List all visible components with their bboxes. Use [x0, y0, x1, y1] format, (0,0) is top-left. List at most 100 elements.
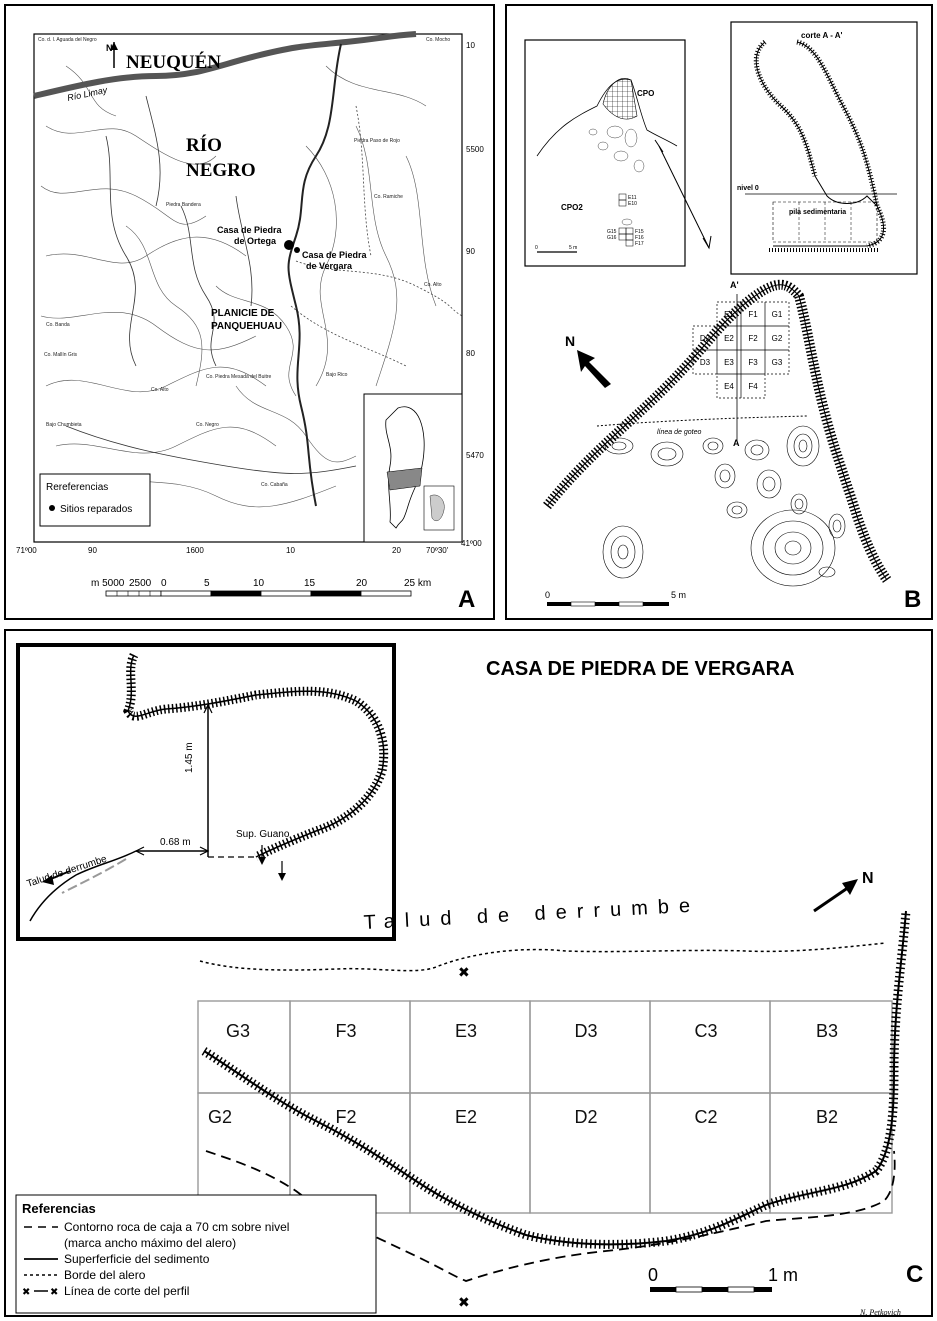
- scale-bar: 0 5 m: [545, 590, 686, 607]
- panel-a-map: N NEUQUÉN RÍO NEGRO Río Limay Casa de Pi…: [4, 4, 495, 620]
- svg-text:G16: G16: [607, 235, 617, 241]
- svg-text:Co. Alto: Co. Alto: [424, 282, 442, 288]
- label-ortega-1: Casa de Piedra: [217, 225, 283, 235]
- grid-cell-label: C2: [694, 1107, 717, 1127]
- grid-cell: [769, 1092, 893, 1214]
- label-pila: pila sedimentaria: [789, 209, 846, 216]
- svg-text:F17: F17: [635, 241, 644, 247]
- label-corte: corte A - A': [801, 31, 843, 40]
- panel-b-plan: CPO CPO2 E11 E10 G15 F15 G16 F16 F17 0 5…: [505, 4, 933, 620]
- site-marker-ortega: [284, 240, 294, 250]
- grid-cell-label: G3: [772, 358, 783, 367]
- label-vergara-1: Casa de Piedra: [302, 250, 368, 260]
- grid-cell-label: D2: [700, 334, 711, 343]
- grid-cell-label: E1: [724, 310, 734, 319]
- author-signature: N. Petkovich: [859, 1308, 901, 1317]
- shelter-wall-line: [546, 284, 888, 581]
- svg-text:E11: E11: [628, 195, 637, 201]
- scale-bar: m 5000 2500 0 5 10 15 20 25 km: [91, 578, 431, 597]
- map-streams: [65, 95, 357, 474]
- label-cpo2: CPO2: [561, 203, 583, 212]
- refs-title: Referencias: [22, 1201, 96, 1216]
- ref-title: Rereferencias: [46, 482, 108, 493]
- svg-text:80: 80: [466, 349, 475, 358]
- svg-text:5470: 5470: [466, 451, 484, 460]
- cut-mark-top-icon: ✖: [458, 964, 470, 980]
- label-cpo: CPO: [637, 89, 654, 98]
- grid-cell-label: E2: [724, 334, 734, 343]
- label-a-prime: A': [730, 280, 739, 290]
- sediment-surface-line: [203, 910, 907, 1246]
- inset-width-label: 0.68 m: [160, 837, 191, 848]
- ref-item-4: Línea de corte del perfil: [64, 1284, 189, 1298]
- label-neuquen: NEUQUÉN: [126, 51, 221, 73]
- grid-cell: [197, 1000, 291, 1094]
- north-arrow-icon: N: [813, 870, 874, 913]
- svg-text:2500: 2500: [129, 578, 152, 589]
- panel-c-letter: C: [906, 1261, 924, 1288]
- svg-text:Bajo Chumbieta: Bajo Chumbieta: [46, 422, 82, 428]
- grid-cell-label: F1: [748, 310, 758, 319]
- ref-item-1: (marca ancho máximo del alero): [64, 1236, 236, 1250]
- svg-text:0: 0: [648, 1265, 658, 1285]
- bottom-axis-ticks: 71º00 90 1600 10 20 70º30': [16, 546, 449, 555]
- svg-text:Co. Cabaña: Co. Cabaña: [261, 482, 288, 488]
- rock-wall-hatch: [201, 910, 911, 1249]
- label-linea-goteo: línea de goteo: [657, 429, 701, 436]
- svg-text:Bajo Rico: Bajo Rico: [326, 372, 348, 378]
- svg-text:Piedra Bandera: Piedra Bandera: [166, 202, 201, 208]
- site-marker-vergara: [294, 247, 300, 253]
- grid-cell-label: G2: [208, 1107, 232, 1127]
- north-arrow-icon: [110, 42, 118, 68]
- svg-text:Co. Banda: Co. Banda: [46, 322, 70, 328]
- river-pichileufu: [287, 43, 342, 507]
- svg-text:Co. d. l. Aguada del Negro: Co. d. l. Aguada del Negro: [38, 37, 97, 43]
- ref-item-0: Contorno roca de caja a 70 cm sobre nive…: [64, 1220, 289, 1234]
- svg-text:90: 90: [88, 546, 97, 555]
- svg-text:Co. Negro: Co. Negro: [196, 422, 219, 428]
- grid-cell-label: G2: [772, 334, 783, 343]
- grid-cell-label: B3: [816, 1021, 838, 1041]
- svg-text:Co. Alto: Co. Alto: [151, 387, 169, 393]
- north-label: N: [565, 333, 575, 349]
- inset-height-label: 1.45 m: [184, 742, 195, 773]
- svg-text:0: 0: [545, 590, 550, 600]
- svg-text:70º30': 70º30': [426, 546, 449, 555]
- inset-cpo-map: CPO CPO2 E11 E10 G15 F15 G16 F16 F17 0 5…: [524, 39, 712, 267]
- label-negro: NEGRO: [186, 160, 256, 181]
- panel-b-letter: B: [904, 586, 922, 613]
- right-axis-ticks: 10 5500 90 80 5470 41º00: [461, 41, 484, 548]
- svg-text:Piedra Paso de Rojo: Piedra Paso de Rojo: [354, 138, 400, 144]
- label-nivel: nivel 0: [737, 185, 759, 192]
- references-box: Referencias Contorno roca de caja a 70 c…: [15, 1194, 377, 1314]
- panel-c-excavation: CASA DE PIEDRA DE VERGARA 1.45 m 0.68 m …: [4, 629, 933, 1317]
- svg-text:G15: G15: [607, 229, 617, 235]
- svg-text:10: 10: [286, 546, 295, 555]
- grid-cell-label: G3: [226, 1021, 250, 1041]
- svg-text:✖: ✖: [50, 1287, 58, 1298]
- label-planicie-1: PLANICIE DE: [211, 308, 275, 319]
- svg-text:0: 0: [535, 245, 538, 251]
- svg-text:Co. Mocho: Co. Mocho: [426, 37, 450, 43]
- label-vergara-2: de Vergara: [306, 261, 353, 271]
- grid-cell-label: D2: [574, 1107, 597, 1127]
- svg-text:10: 10: [466, 41, 475, 50]
- ref-item-3: Borde del alero: [64, 1268, 146, 1282]
- grid-cell-label: C3: [694, 1021, 717, 1041]
- grid-cell-label: F2: [748, 334, 758, 343]
- river-limay: [33, 31, 417, 99]
- grid-cell: [740, 373, 766, 399]
- north-label: N: [106, 43, 113, 53]
- inset-sup-guano: Sup. Guano: [236, 829, 290, 840]
- grid-cell-label: G1: [772, 310, 783, 319]
- grid-cell: [529, 1000, 651, 1094]
- excavation-grid: [692, 301, 790, 399]
- svg-text:E10: E10: [628, 201, 637, 207]
- svg-text:F15: F15: [635, 229, 644, 235]
- grid-cell: [289, 1000, 411, 1094]
- panel-a-letter: A: [458, 586, 476, 613]
- drip-line: [596, 415, 808, 427]
- north-arrow-icon: N: [565, 333, 611, 388]
- ref-item: Sitios reparados: [60, 504, 132, 515]
- svg-text:90: 90: [466, 247, 475, 256]
